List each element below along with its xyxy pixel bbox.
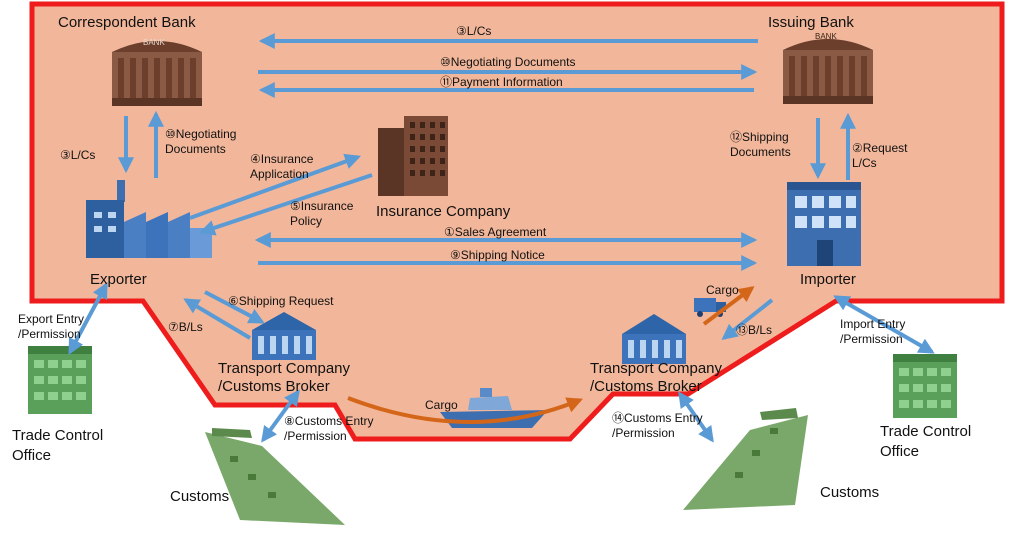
arrow-customs-entry-right: [678, 391, 714, 443]
customs-entry-left-line2: /Permission: [284, 429, 347, 443]
insurance-application-line2: Application: [250, 167, 309, 181]
arrow-insurance-policy: [198, 173, 373, 236]
bank-sign-right: BANK: [815, 32, 837, 41]
trade-control-left-line1: Trade Control: [12, 427, 104, 444]
trade-control-office-right-label: Trade Control Office: [880, 422, 971, 462]
customs-entry-left-label: ⑧Customs Entry /Permission: [284, 414, 373, 444]
exporter-label: Exporter: [90, 271, 147, 288]
transport-company-left-line2: /Customs Broker: [218, 378, 330, 395]
transport-company-right-label: Transport Company /Customs Broker: [590, 360, 722, 396]
trade-control-office-left-label: Trade Control Office: [12, 426, 103, 466]
shipping-documents-line2: Documents: [730, 145, 791, 159]
customs-right-label: Customs: [820, 484, 880, 501]
transport-company-left-icon: [252, 312, 316, 360]
trade-control-office-right-icon: [893, 354, 957, 418]
arrow-cargo-ship: [347, 396, 583, 424]
cargo-truck-label: Cargo: [706, 283, 739, 297]
customs-entry-right-label: ⑭Customs Entry /Permission: [612, 411, 703, 441]
customs-pier-left-icon: [205, 428, 345, 525]
bls-left-label: ⑦B/Ls: [168, 320, 203, 334]
sales-agreement-label: ①Sales Agreement: [444, 225, 547, 239]
shipping-notice-label: ⑨Shipping Notice: [450, 248, 545, 262]
insurance-company-label: Insurance Company: [376, 203, 511, 220]
export-entry-line1: Export Entry: [18, 312, 85, 326]
trade-control-right-line1: Trade Control: [880, 423, 972, 440]
exporter-factory-icon: [86, 180, 212, 258]
arrow-customs-entry-left: [261, 389, 300, 443]
negotiating-left-line2: Documents: [165, 142, 226, 156]
shipping-documents-label: ⑫Shipping Documents: [730, 130, 791, 160]
trade-control-left-line2: Office: [12, 447, 51, 464]
correspondent-bank-label: Correspondent Bank: [58, 14, 196, 31]
request-lcs-label: ②Request L/Cs: [852, 141, 907, 171]
trade-control-office-left-icon: [28, 346, 92, 414]
negotiating-left-line1: ⑩Negotiating: [165, 127, 237, 141]
request-lcs-line1: ②Request: [852, 141, 908, 155]
lcs-top-label: ③L/Cs: [456, 24, 492, 38]
issuing-bank-icon: [783, 39, 873, 104]
insurance-application-line1: ④Insurance: [250, 152, 314, 166]
payment-information-label: ⑪Payment Information: [440, 75, 563, 89]
insurance-policy-line1: ⑤Insurance: [290, 199, 354, 213]
correspondent-bank-icon: [112, 41, 202, 106]
import-entry-label: Import Entry /Permission: [840, 317, 905, 347]
customs-left-label: Customs: [170, 488, 230, 505]
shipping-documents-line1: ⑫Shipping: [730, 130, 789, 144]
transport-company-left-label: Transport Company /Customs Broker: [218, 360, 350, 396]
import-entry-line2: /Permission: [840, 332, 903, 346]
transport-company-right-line2: /Customs Broker: [590, 378, 702, 395]
transport-company-left-line1: Transport Company: [218, 360, 350, 377]
arrow-import-entry: [833, 295, 935, 354]
arrow-insurance-application: [189, 153, 362, 220]
import-entry-line1: Import Entry: [840, 317, 906, 331]
arrow-bls-left: [183, 298, 252, 340]
bls-right-label: ⑬B/Ls: [736, 323, 773, 337]
customs-entry-right-line2: /Permission: [612, 426, 675, 440]
issuing-bank-label: Issuing Bank: [768, 14, 854, 31]
transport-company-right-icon: [622, 314, 686, 364]
customs-pier-right-icon: [683, 408, 808, 510]
insurance-company-icon: [378, 116, 448, 196]
export-entry-label: Export Entry /Permission: [18, 312, 84, 342]
lcs-left-label: ③L/Cs: [60, 148, 96, 162]
shipping-request-label: ⑥Shipping Request: [228, 294, 334, 308]
cargo-truck-icon: [694, 298, 726, 317]
negotiating-documents-left-label: ⑩Negotiating Documents: [165, 127, 236, 157]
arrow-cargo-truck: [702, 286, 755, 326]
arrow-shipping-request: [204, 290, 265, 324]
bank-sign-left: BANK: [143, 38, 165, 47]
insurance-policy-label: ⑤Insurance Policy: [290, 199, 353, 229]
insurance-application-label: ④Insurance Application: [250, 152, 313, 182]
insurance-policy-line2: Policy: [290, 214, 323, 228]
request-lcs-line2: L/Cs: [852, 156, 877, 170]
transport-company-right-line1: Transport Company: [590, 360, 722, 377]
customs-entry-left-line1: ⑧Customs Entry: [284, 414, 374, 428]
arrow-bls-right: [721, 298, 774, 340]
arrow-export-entry: [68, 282, 108, 355]
negotiating-documents-label: ⑩Negotiating Documents: [440, 55, 576, 69]
export-entry-line2: /Permission: [18, 327, 81, 341]
importer-building-icon: [787, 182, 861, 266]
trade-control-right-line2: Office: [880, 443, 919, 460]
importer-label: Importer: [800, 271, 856, 288]
cargo-ship-label: Cargo: [425, 398, 458, 412]
customs-entry-right-line1: ⑭Customs Entry: [612, 411, 703, 425]
